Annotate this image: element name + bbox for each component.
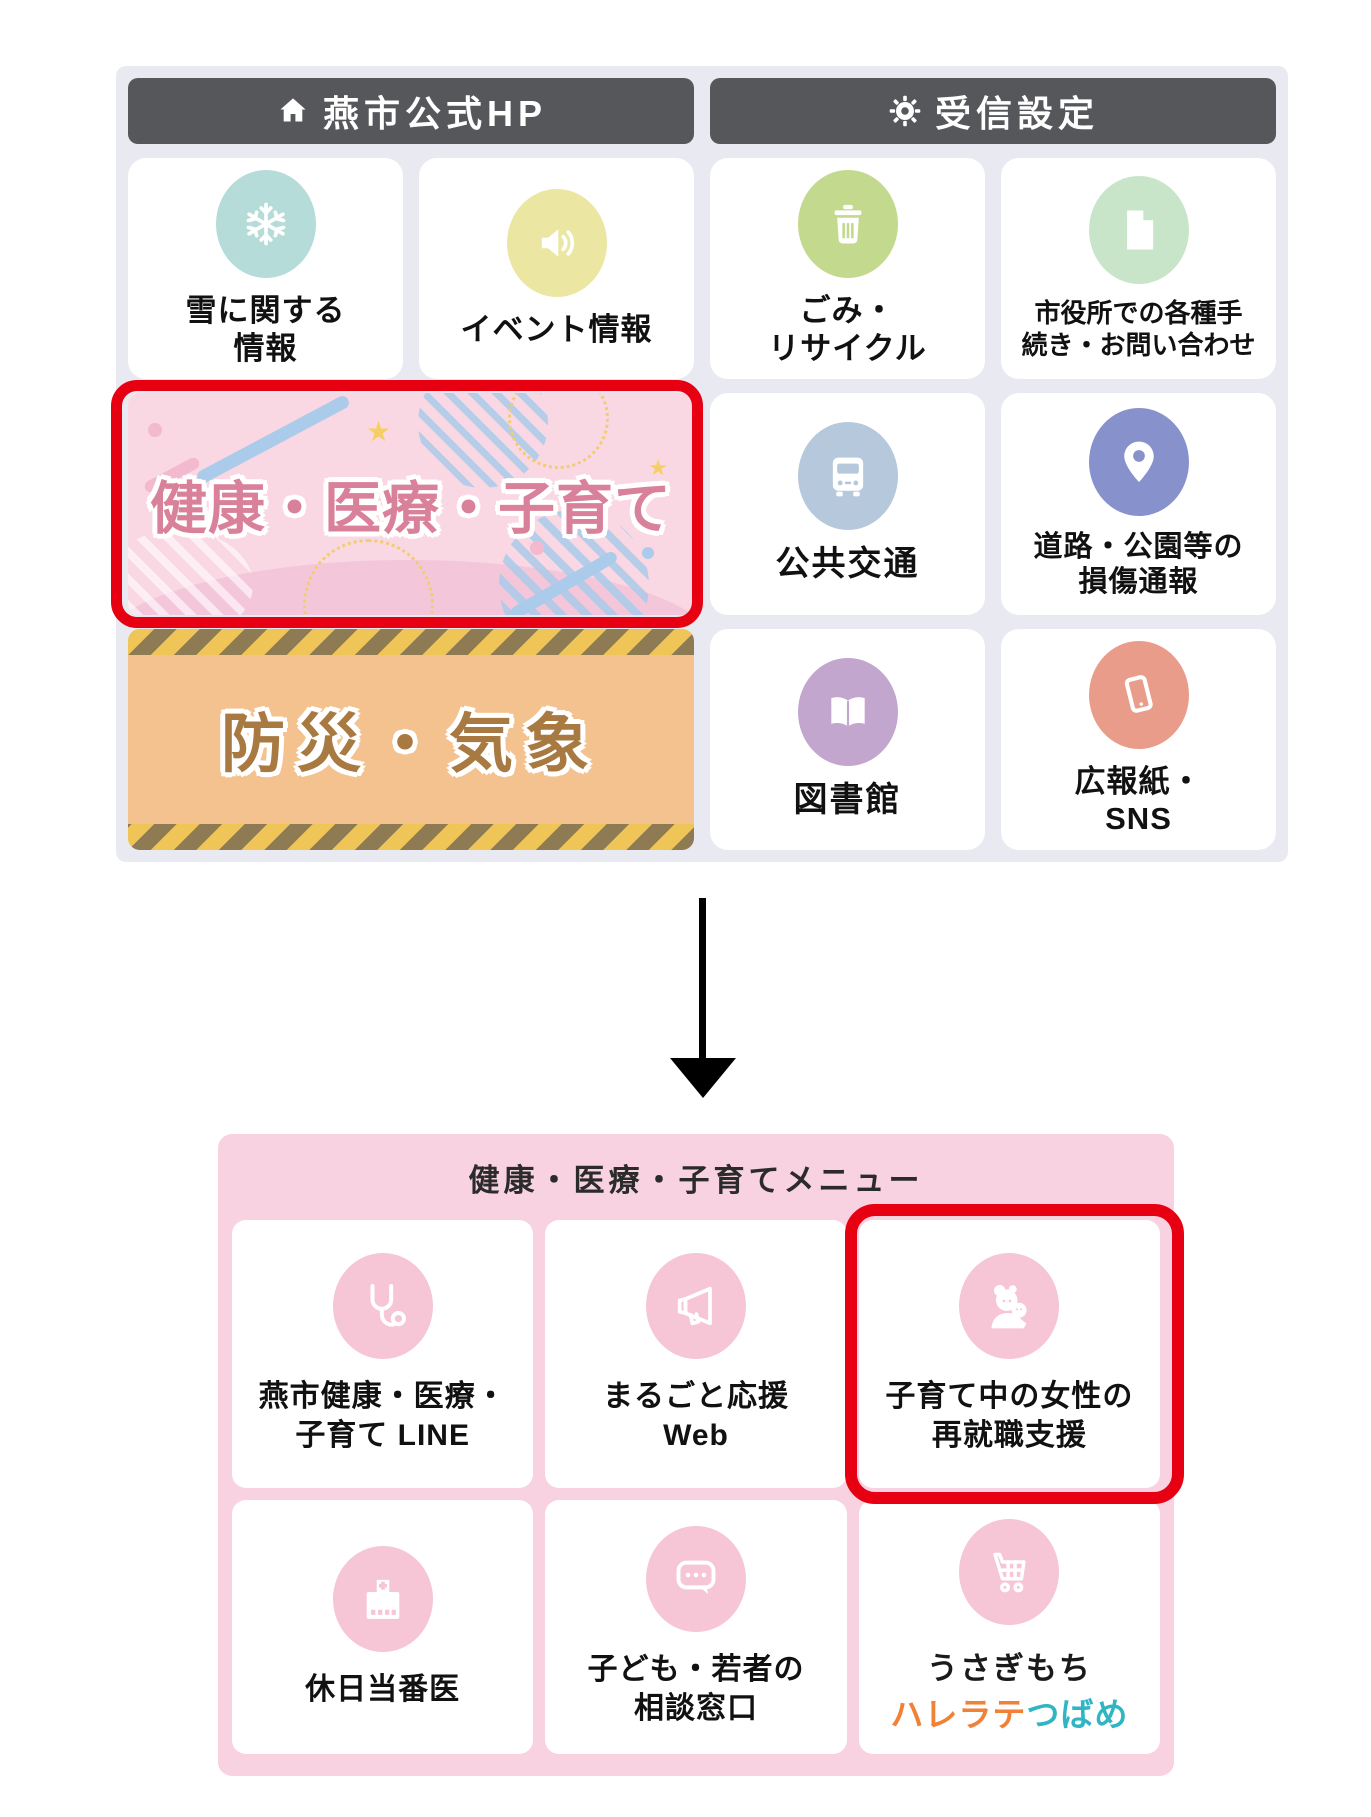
- official-hp-label: 燕市公式HP: [322, 93, 547, 134]
- book-icon: [797, 657, 898, 766]
- cell-reemployment-support: 子育て中の女性の 再就職支援: [844, 1204, 1184, 1504]
- speaker-icon: [506, 188, 607, 297]
- snowflake-icon: [215, 169, 316, 278]
- reception-settings-label: 受信設定: [934, 93, 1099, 134]
- menu-item-snow-info[interactable]: 雪に関する 情報: [128, 158, 403, 380]
- banner-health-label: 健康・医療・子育て: [150, 476, 672, 541]
- menu-item-label: 子ども・若者の 相談窓口: [587, 1653, 805, 1725]
- decoration-star: ★: [366, 416, 392, 448]
- menu-item-label: 図書館: [793, 780, 902, 819]
- menu-item-label: 広報紙・ SNS: [1074, 763, 1203, 837]
- menu-item-label: 雪に関する 情報: [185, 292, 346, 366]
- bus-icon: [797, 422, 898, 531]
- menu-item-marugoto-ouen-web[interactable]: まるごと応援 Web: [545, 1220, 847, 1488]
- cell-marugoto-web: まるごと応援 Web: [545, 1220, 847, 1488]
- banner-disaster-weather[interactable]: 防災・気象: [128, 628, 694, 850]
- mother-and-baby-icon: [959, 1253, 1060, 1359]
- menu-item-event-info[interactable]: イベント情報: [419, 158, 694, 380]
- decoration-dot: [530, 540, 544, 555]
- menu-item-label: 道路・公園等の 損傷通報: [1033, 530, 1244, 598]
- chat-bubble-icon: [645, 1526, 746, 1632]
- decoration-hazard-stripe: [128, 823, 694, 850]
- menu-item-label: まるごと応援 Web: [602, 1380, 789, 1452]
- smartphone-icon: [1088, 640, 1189, 749]
- location-pin-icon: [1088, 407, 1189, 516]
- home-icon: [280, 98, 306, 122]
- cell-usagimochi: うさぎもち ハレラテつばめ: [858, 1500, 1160, 1754]
- bottom-panel-title: 健康・医療・子育てメニュー: [468, 1162, 924, 1198]
- menu-item-child-youth-consultation[interactable]: 子ども・若者の 相談窓口: [545, 1500, 847, 1754]
- menu-item-tsubame-health-line[interactable]: 燕市健康・医療・ 子育て LINE: [232, 1220, 534, 1488]
- menu-item-holiday-duty-doctor[interactable]: 休日当番医: [232, 1500, 534, 1754]
- menu-item-label: 燕市健康・医療・ 子育て LINE: [258, 1380, 507, 1452]
- menu-item-usagimochi-harerate-tsubame[interactable]: うさぎもち ハレラテつばめ: [858, 1500, 1160, 1754]
- gear-icon: [889, 95, 921, 127]
- menu-item-road-park-damage-report[interactable]: 道路・公園等の 損傷通報: [1001, 393, 1276, 615]
- stethoscope-icon: [332, 1253, 433, 1359]
- decoration-star: ★: [648, 455, 668, 481]
- menu-item-pr-paper-sns[interactable]: 広報紙・ SNS: [1001, 628, 1276, 850]
- cell-holiday-doctor: 休日当番医: [232, 1500, 534, 1754]
- menu-item-public-transport[interactable]: 公共交通: [710, 393, 985, 615]
- down-arrow: [699, 898, 706, 1060]
- banner-health-medical-childcare[interactable]: ★ ★ ▸ 健康・医療・子育て: [128, 393, 694, 615]
- hospital-icon: [332, 1545, 433, 1652]
- cell-youth-consultation: 子ども・若者の 相談窓口: [545, 1500, 847, 1754]
- decoration-hazard-stripe: [128, 628, 694, 655]
- decoration-dotted-circle: [303, 538, 434, 615]
- usagimochi-logo-text: うさぎもち: [926, 1650, 1092, 1686]
- bottom-panel-grid: 燕市健康・医療・ 子育て LINE まるごと応援 Web: [232, 1204, 1184, 1754]
- menu-item-reemployment-support[interactable]: 子育て中の女性の 再就職支援: [858, 1220, 1160, 1488]
- decoration-dot: [148, 423, 162, 438]
- document-icon: [1088, 175, 1189, 284]
- trash-icon: [797, 169, 898, 278]
- official-hp-button[interactable]: 燕市公式HP: [128, 78, 694, 144]
- banner-disaster-label: 防災・気象: [221, 708, 601, 781]
- menu-item-library[interactable]: 図書館: [710, 628, 985, 850]
- decoration-dot: [642, 546, 654, 559]
- city-line-menu-panel: 燕市公式HP 受信設定 雪に関する 情報: [111, 66, 1288, 862]
- cell-health-line: 燕市健康・医療・ 子育て LINE: [232, 1220, 534, 1488]
- menu-item-label: 公共交通: [775, 545, 920, 584]
- shopping-cart-icon: [959, 1518, 1060, 1625]
- reception-settings-button[interactable]: 受信設定: [710, 78, 1276, 144]
- megaphone-icon: [645, 1253, 746, 1359]
- menu-item-label: 子育て中の女性の 再就職支援: [885, 1380, 1134, 1452]
- down-arrow-head: [670, 1058, 736, 1098]
- menu-item-label: ごみ・ リサイクル: [768, 292, 927, 366]
- banner-cell-health: ★ ★ ▸ 健康・医療・子育て: [111, 380, 703, 628]
- menu-item-label: イベント情報: [460, 311, 653, 347]
- menu-item-label: 休日当番医: [305, 1672, 461, 1706]
- banner-cell-disaster: 防災・気象: [128, 628, 694, 850]
- menu-item-label: 市役所での各種手 続き・お問い合わせ: [1021, 297, 1256, 360]
- health-medical-childcare-menu-panel: 健康・医療・子育てメニュー 燕市健康・医療・ 子育て LINE: [218, 1134, 1184, 1776]
- menu-item-garbage-recycle[interactable]: ごみ・ リサイクル: [710, 158, 985, 380]
- menu-item-label: うさぎもち ハレラテつばめ: [890, 1643, 1128, 1736]
- harerate-tsubame-logo-text: ハレラテつばめ: [890, 1695, 1129, 1733]
- menu-item-city-hall-procedures[interactable]: 市役所での各種手 続き・お問い合わせ: [1001, 158, 1276, 380]
